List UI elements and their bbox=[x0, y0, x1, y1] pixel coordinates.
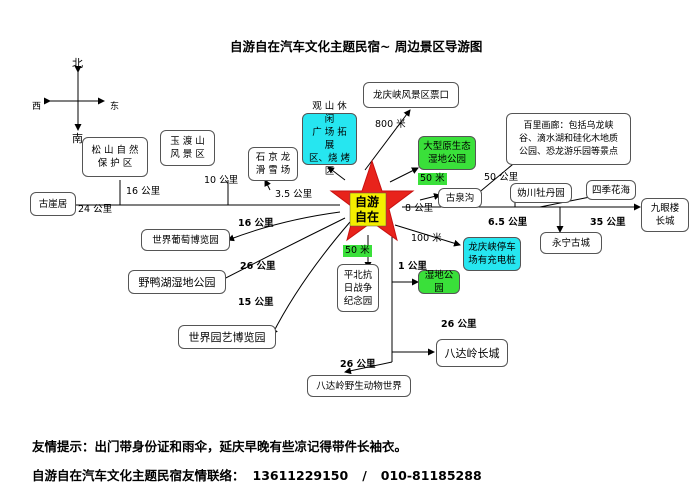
distance-label: 35 公里 bbox=[590, 217, 626, 228]
spot-baili: 百里画廊：包括乌龙峡 谷、滴水湖和硅化木地质 公园、恐龙游乐园等景点 bbox=[506, 113, 631, 165]
spot-guquan: 古泉沟 bbox=[438, 188, 482, 208]
compass-south-label: 南 bbox=[72, 132, 83, 145]
distance-label: 16 公里 bbox=[126, 186, 161, 197]
distance-label: 50 米 bbox=[343, 245, 372, 257]
spot-jiuyanlou: 九眼楼 长城 bbox=[641, 198, 689, 232]
spot-guanshan: 观 山 休 闲 广 场 拓 展 区、烧 烤 区 bbox=[302, 101, 357, 177]
distance-label: 100 米 bbox=[411, 233, 442, 244]
page-title: 自游自在汽车文化主题民宿~ 周边景区导游图 bbox=[230, 39, 483, 54]
spot-wetland-big: 大型原生态 湿地公园 bbox=[418, 136, 476, 170]
center-label-line2: 自在 bbox=[355, 210, 380, 224]
distance-label: 1 公里 bbox=[398, 261, 427, 272]
spot-pingbei: 平北抗 日战争 纪念园 bbox=[337, 264, 379, 312]
distance-label: 24 公里 bbox=[78, 204, 113, 215]
spot-guchengju: 古崖居 bbox=[30, 192, 76, 216]
contact-phone-mobile: 13611229150 bbox=[252, 468, 349, 483]
spot-xuanchuan: 妫川牡丹园 bbox=[510, 183, 572, 203]
compass-north-label: 北 bbox=[72, 57, 83, 70]
contact-separator: / bbox=[362, 468, 367, 483]
distance-label: 800 米 bbox=[375, 119, 406, 130]
distance-label: 50 米 bbox=[418, 173, 447, 185]
spot-sijihuahai: 四季花海 bbox=[586, 180, 636, 200]
distance-label: 26 公里 bbox=[441, 319, 477, 330]
spot-longqingxia-gate: 龙庆峡风景区票口 bbox=[363, 82, 459, 108]
compass-east-label: 东 bbox=[110, 102, 120, 112]
distance-label: 16 公里 bbox=[238, 218, 274, 229]
distance-label: 50 公里 bbox=[484, 172, 519, 183]
spot-songshan: 松 山 自 然 保 护 区 bbox=[82, 137, 148, 177]
spot-yongning: 永宁古城 bbox=[540, 232, 602, 254]
spot-badaling: 八达岭长城 bbox=[436, 339, 508, 367]
compass-west-label: 西 bbox=[32, 102, 42, 112]
contact-line: 自游自在汽车文化主题民宿友情联络： 13611229150 / 010-8118528… bbox=[32, 465, 482, 484]
spot-shijinglong: 石 京 龙 滑 雪 场 bbox=[248, 147, 298, 181]
distance-label: 8 公里 bbox=[405, 203, 434, 214]
center-label-line1: 自游 bbox=[355, 195, 380, 209]
spot-wetland-small: 湿地公园 bbox=[418, 270, 460, 294]
spot-yudu: 玉 渡 山 风 景 区 bbox=[160, 130, 215, 166]
distance-label: 6.5 公里 bbox=[488, 217, 528, 228]
spot-yeya: 野鸭湖湿地公园 bbox=[128, 270, 226, 294]
spot-longqingxia-parking: 龙庆峡停车 场有充电桩 bbox=[463, 237, 521, 271]
compass-icon bbox=[44, 66, 105, 131]
spot-grape: 世界葡萄博览园 bbox=[141, 229, 230, 251]
distance-label: 10 公里 bbox=[204, 175, 239, 186]
friendly-tip: 友情提示：出门带身份证和雨伞，延庆早晚有些凉记得带件长袖衣。 bbox=[32, 439, 408, 454]
distance-label: 15 公里 bbox=[238, 297, 274, 308]
spot-garden: 世界园艺博览园 bbox=[178, 325, 276, 349]
contact-phone-landline: 010-81185288 bbox=[380, 468, 482, 483]
distance-label: 3.5 公里 bbox=[275, 189, 313, 200]
distance-label: 26 公里 bbox=[240, 261, 276, 272]
contact-label: 自游自在汽车文化主题民宿友情联络： bbox=[32, 468, 245, 483]
spot-wildlife: 八达岭野生动物世界 bbox=[307, 375, 411, 397]
distance-label: 26 公里 bbox=[340, 359, 376, 370]
